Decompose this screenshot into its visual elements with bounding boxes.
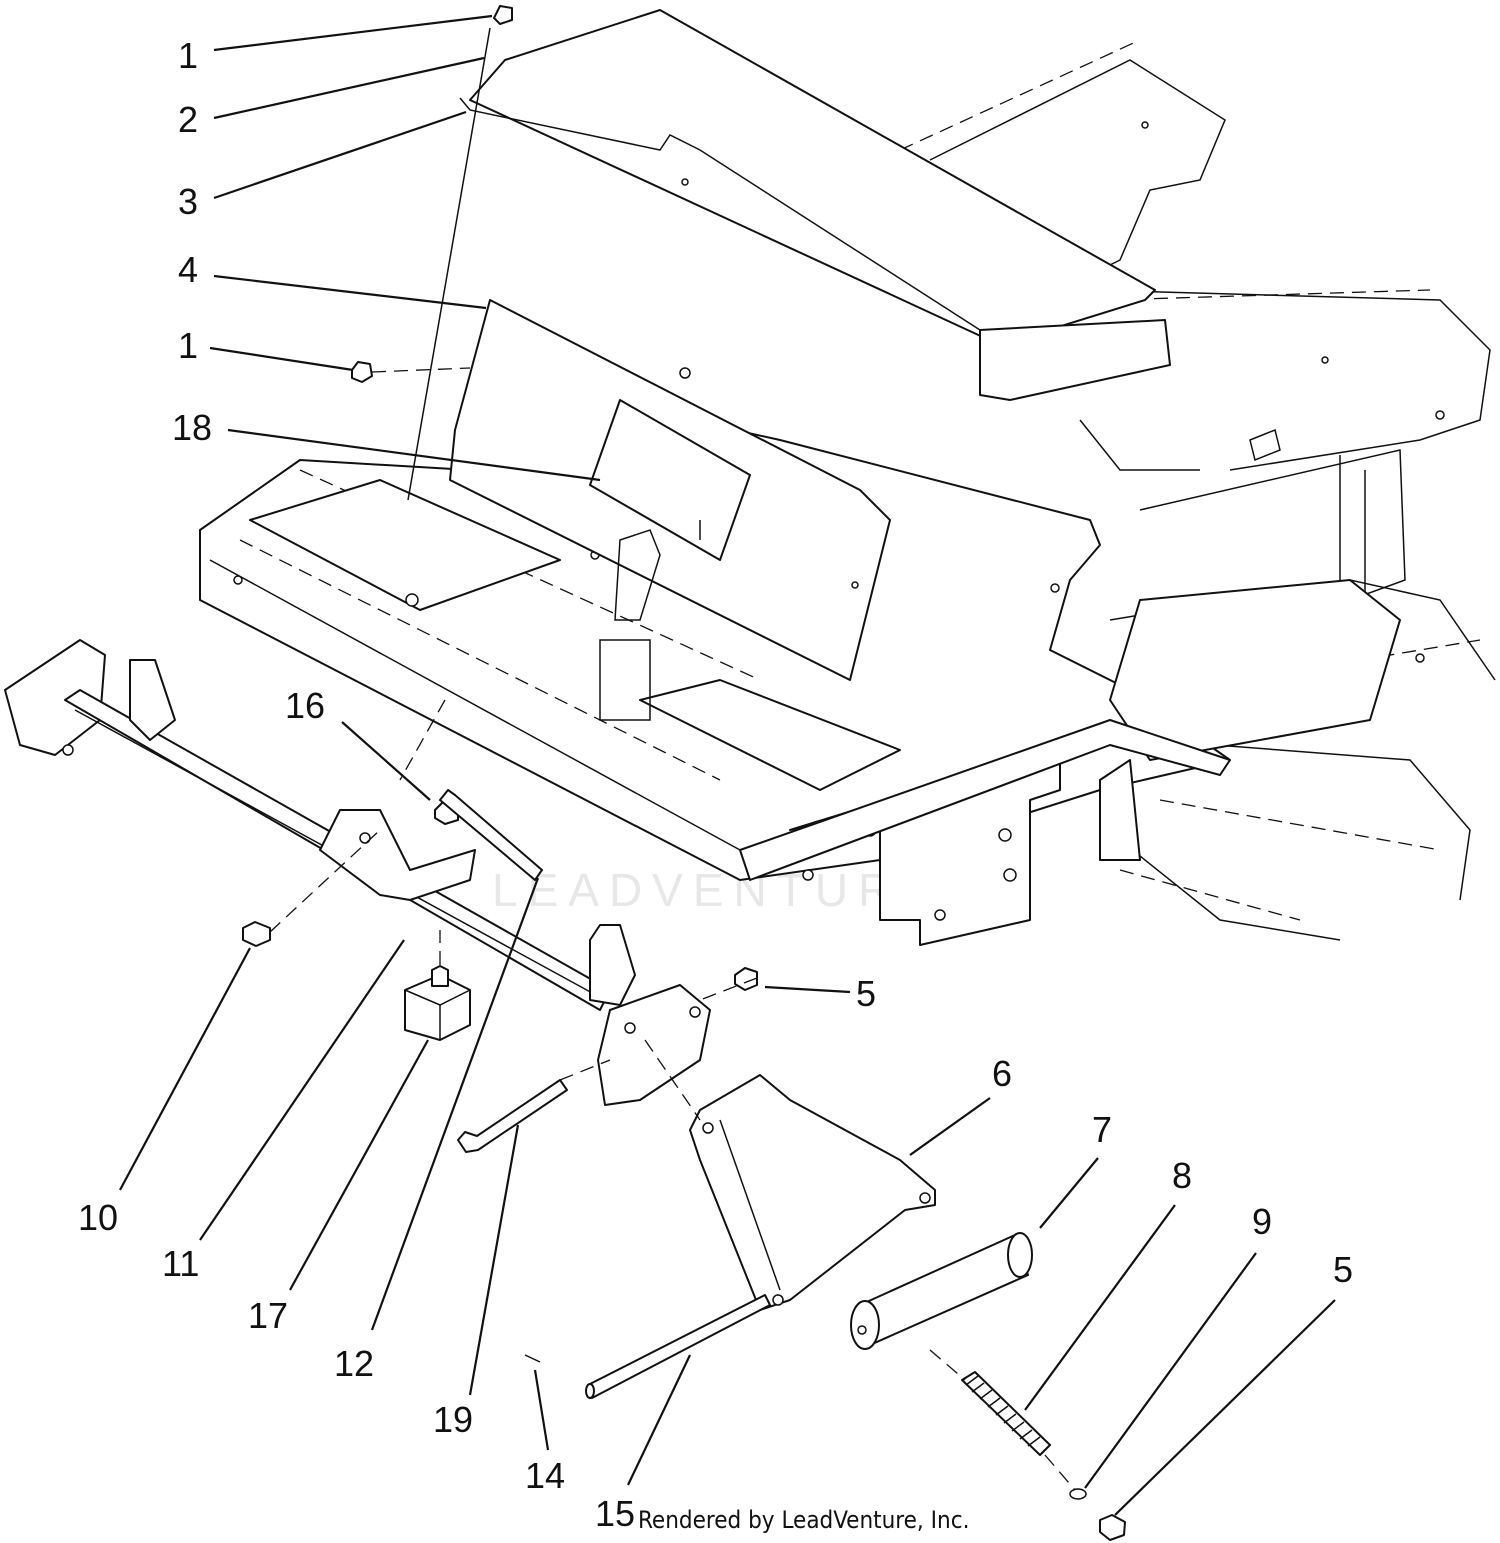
callout-17: 17 — [248, 1295, 288, 1336]
callout-11: 11 — [162, 1243, 199, 1284]
callout-4: 4 — [178, 249, 198, 290]
roller — [850, 1232, 1033, 1350]
cross-tube — [4, 639, 636, 1011]
callout-5-upper: 5 — [856, 973, 876, 1014]
callout-16: 16 — [285, 685, 325, 726]
callout-18: 18 — [172, 407, 212, 448]
callout-1-nut: 1 — [178, 325, 198, 366]
hardware — [242, 5, 1126, 1541]
callout-3: 3 — [178, 181, 198, 222]
callout-1-top: 1 — [178, 35, 198, 76]
nut-5b — [1099, 1514, 1126, 1541]
main-frame — [199, 399, 1401, 946]
callout-2: 2 — [178, 99, 198, 140]
bolt-10 — [242, 921, 271, 947]
callout-10: 10 — [78, 1197, 118, 1238]
callout-5-lower: 5 — [1333, 1249, 1353, 1290]
callouts: 1 2 3 4 1 18 16 5 6 7 8 9 5 10 11 17 12 … — [78, 35, 1353, 1534]
washer-9 — [1069, 1488, 1087, 1500]
callout-19: 19 — [433, 1399, 473, 1440]
bolt-12 — [457, 1079, 568, 1153]
callout-15: 15 — [595, 1493, 635, 1534]
watermark-text: LEADVENTURE — [492, 864, 942, 916]
callout-9: 9 — [1252, 1201, 1272, 1242]
callout-7: 7 — [1092, 1109, 1112, 1150]
bolt-top — [493, 5, 513, 25]
callout-14: 14 — [525, 1455, 565, 1496]
pin — [524, 1294, 771, 1399]
nut-left — [351, 361, 373, 383]
pivot-arm — [597, 984, 936, 1311]
spring — [961, 1371, 1051, 1456]
nut-5a — [734, 967, 758, 991]
bolt-19 — [439, 789, 543, 881]
decal — [589, 399, 751, 561]
credit-text: Rendered by LeadVenture, Inc. — [638, 1506, 969, 1534]
callout-6: 6 — [992, 1053, 1012, 1094]
shield-panel — [449, 299, 891, 681]
leader-lines — [119, 14, 1336, 1516]
assembly-lines — [269, 27, 1076, 1491]
top-cover-plate — [459, 9, 1171, 401]
callout-8: 8 — [1172, 1155, 1192, 1196]
callout-12: 12 — [334, 1343, 374, 1384]
